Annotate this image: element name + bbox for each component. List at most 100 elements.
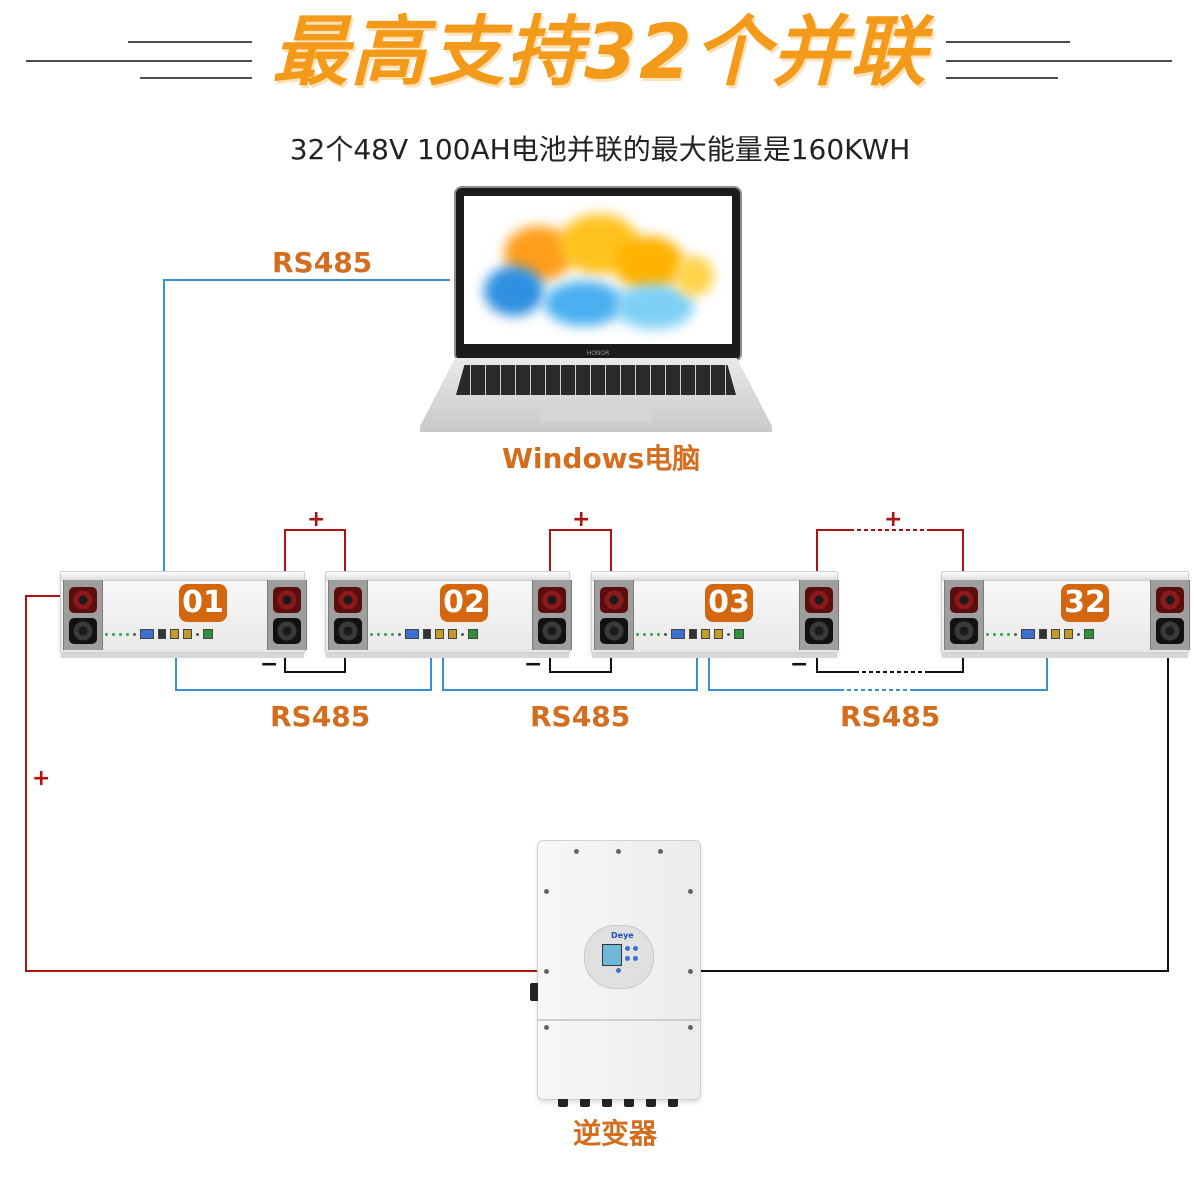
usb-port: [405, 629, 419, 639]
dry-contact-port: [203, 629, 213, 639]
positive-terminal: [69, 587, 97, 613]
terminal-block-left: [328, 580, 368, 650]
rs485-label-3-32: RS485: [840, 700, 941, 733]
laptop-keyboard: [456, 365, 736, 395]
plus-sign-1-2: +: [307, 507, 326, 532]
screw: [688, 1025, 693, 1030]
screw: [544, 969, 549, 974]
dry-contact-port: [468, 629, 478, 639]
battery-io-panel: [105, 628, 213, 640]
page-title: 最高支持32个并联: [272, 7, 928, 96]
laptop-screen: HONOR: [454, 186, 742, 362]
negative-terminal: [69, 618, 97, 644]
positive-terminal: [538, 587, 566, 613]
plus-sign-main: +: [32, 766, 51, 791]
battery-id-badge: 03: [705, 584, 753, 622]
rs485-port-in: [435, 629, 444, 639]
inverter: Deye: [530, 840, 701, 1107]
rs485-label-2-3: RS485: [530, 700, 631, 733]
header-rules-right: [946, 41, 1172, 79]
positive-jumper-1-2: [284, 529, 346, 592]
terminal-block-left: [944, 580, 984, 650]
battery-id-badge: 02: [440, 584, 488, 622]
inverter-display: Deye: [584, 925, 654, 989]
rs485-port-in: [1051, 629, 1060, 639]
negative-terminal: [950, 618, 978, 644]
usb-port: [1021, 629, 1035, 639]
inverter-label: 逆变器: [573, 1117, 658, 1150]
positive-terminal: [1156, 587, 1184, 613]
negative-terminal: [600, 618, 628, 644]
battery-id-badge: 01: [179, 584, 227, 622]
dry-contact-port: [1084, 629, 1094, 639]
screw: [544, 889, 549, 894]
usb-port: [140, 629, 154, 639]
screw: [658, 849, 663, 854]
minus-sign-2-3: −: [524, 652, 543, 677]
terminal-block-left: [594, 580, 634, 650]
main-positive-wire: [25, 595, 537, 972]
terminal-block-left: [63, 580, 103, 650]
negative-terminal: [273, 618, 301, 644]
rs485-label-laptop: RS485: [272, 246, 373, 279]
rs485-port-out: [714, 629, 723, 639]
plus-sign-3-32: +: [884, 507, 903, 532]
dry-contact-port: [734, 629, 744, 639]
rs485-label-1-2: RS485: [270, 700, 371, 733]
rs485-wire-laptop: [163, 279, 450, 634]
negative-terminal: [538, 618, 566, 644]
positive-terminal: [600, 587, 628, 613]
rs485-port-out: [448, 629, 457, 639]
terminal-block-right: [799, 580, 839, 650]
negative-terminal: [1156, 618, 1184, 644]
positive-terminal: [805, 587, 833, 613]
screw: [688, 889, 693, 894]
dip-switch: [689, 629, 697, 639]
plus-sign-2-3: +: [572, 507, 591, 532]
dip-switch: [158, 629, 166, 639]
dip-switch: [423, 629, 431, 639]
negative-terminal: [805, 618, 833, 644]
terminal-block-right: [267, 580, 307, 650]
battery-io-panel: [636, 628, 744, 640]
rs485-wire-1-2: [175, 634, 432, 691]
header-rules-left: [26, 41, 252, 79]
rs485-port-out: [183, 629, 192, 639]
rs485-port-in: [701, 629, 710, 639]
negative-terminal: [334, 618, 362, 644]
page-subtitle: 32个48V 100AH电池并联的最大能量是160KWH: [289, 133, 911, 166]
laptop-wallpaper: [464, 196, 732, 344]
screw: [574, 849, 579, 854]
battery-rail: [326, 572, 569, 581]
terminal-block-right: [1150, 580, 1190, 650]
laptop-brand: HONOR: [586, 350, 610, 357]
screw: [688, 969, 693, 974]
battery-io-panel: [986, 628, 1094, 640]
battery-module-01: 01: [60, 571, 307, 658]
dip-switch: [1039, 629, 1047, 639]
battery-module-02: 02: [325, 571, 572, 658]
battery-io-panel: [370, 628, 478, 640]
battery-id-badge: 32: [1061, 584, 1109, 622]
battery-rail: [942, 572, 1188, 581]
main-negative-wire: [699, 630, 1169, 972]
rs485-wire-2-3: [442, 634, 698, 691]
positive-terminal: [273, 587, 301, 613]
minus-sign-3-32: −: [790, 652, 809, 677]
inverter-seam: [538, 1019, 700, 1021]
positive-terminal: [950, 587, 978, 613]
terminal-block-right: [532, 580, 572, 650]
laptop-touchpad: [540, 398, 652, 422]
positive-terminal: [334, 587, 362, 613]
rs485-port-out: [1064, 629, 1073, 639]
laptop-label: Windows电脑: [502, 442, 701, 475]
screw: [544, 1025, 549, 1030]
screw: [616, 849, 621, 854]
inverter-lcd: [602, 944, 622, 966]
usb-port: [671, 629, 685, 639]
battery-module-32: 32: [941, 571, 1190, 658]
inverter-switch: [530, 983, 538, 1001]
minus-sign-1-2: −: [260, 652, 279, 677]
rs485-port-in: [170, 629, 179, 639]
battery-rail: [592, 572, 837, 581]
